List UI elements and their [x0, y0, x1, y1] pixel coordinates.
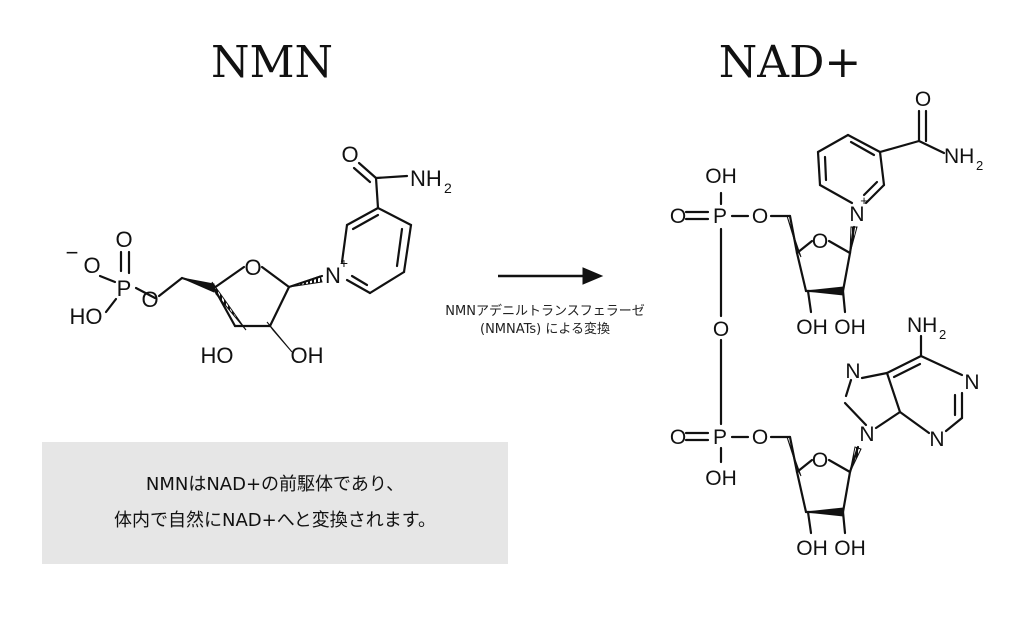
nad-o-amide: O	[915, 88, 931, 111]
caption-line-1: NMNはNAD+の前駆体であり、	[145, 474, 405, 495]
nmn-n: N	[325, 263, 341, 288]
dashed-bond	[849, 226, 858, 254]
nmn-ho-3: HO	[201, 343, 234, 368]
nmn-o-ring: O	[244, 255, 261, 280]
caption-box: NMNはNAD+の前駆体であり、 体内で自然にNAD+へと変換されます。	[42, 442, 508, 564]
nad-nh-amide: NH	[944, 145, 974, 168]
nmn-ho-p: HO	[70, 304, 103, 329]
nad-nh-amide-sub: 2	[976, 158, 983, 173]
nad-o-ester2: O	[752, 426, 768, 449]
nmn-oh-2: OH	[291, 343, 324, 368]
nmn-nh-sub: 2	[444, 180, 452, 196]
nad-nh-amine-sub: 2	[939, 327, 946, 342]
nad-n9: N	[859, 423, 874, 446]
dashed-bond	[211, 281, 247, 331]
nmn-nh: NH	[410, 166, 442, 191]
nad-oh-3b: OH	[796, 537, 828, 560]
nmn-plus: +	[340, 255, 348, 271]
nad-n-plus: N	[849, 203, 864, 226]
nad-p1: P	[713, 205, 727, 228]
enzyme-label: NMNアデニルトランスフェラーゼ (NMNATs) による変換	[430, 303, 660, 339]
nmn-title: NMN	[210, 37, 334, 88]
nad-plus: +	[860, 193, 868, 208]
nad-oh-2a: OH	[834, 316, 866, 339]
nad-o-p2: O	[670, 426, 686, 449]
nad-n3: N	[929, 428, 944, 451]
nad-title: NAD+	[718, 37, 862, 88]
nad-oh-p2: OH	[705, 467, 737, 490]
nmn-minus: −	[66, 240, 79, 265]
nad-o-ring2: O	[812, 449, 828, 472]
nmn-o-anion: O	[83, 253, 100, 278]
nad-n7: N	[845, 360, 860, 383]
nmn-p: P	[117, 276, 132, 301]
nad-nh-amine: NH	[907, 314, 937, 337]
caption-line-2: 体内で自然にNAD+へと変換されます。	[113, 510, 437, 531]
nad-o-ester1: O	[752, 205, 768, 228]
dashed-bond	[849, 446, 862, 473]
nmn-o-amide: O	[341, 142, 358, 167]
nad-oh-3a: OH	[796, 316, 828, 339]
wedge-bond	[181, 277, 215, 293]
wedge-bond	[805, 286, 844, 296]
nad-o-bridge: O	[713, 318, 729, 341]
nmn-o-ester: O	[141, 287, 158, 312]
nmn-o-top: O	[115, 227, 132, 252]
nad-o-p1: O	[670, 205, 686, 228]
dashed-bond	[288, 275, 323, 288]
nad-oh-p1: OH	[705, 165, 737, 188]
dashed-bond	[266, 321, 293, 353]
enzyme-line-1: NMNアデニルトランスフェラーゼ	[445, 304, 645, 319]
wedge-bond	[786, 215, 802, 258]
nad-p2: P	[713, 426, 727, 449]
enzyme-line-2: (NMNATs) による変換	[480, 322, 610, 337]
reaction-arrow	[498, 267, 604, 285]
wedge-bond	[786, 436, 802, 477]
wedge-bond	[805, 507, 844, 517]
nad-oh-2b: OH	[834, 537, 866, 560]
nad-o-ring1: O	[812, 230, 828, 253]
nad-n1: N	[964, 371, 979, 394]
